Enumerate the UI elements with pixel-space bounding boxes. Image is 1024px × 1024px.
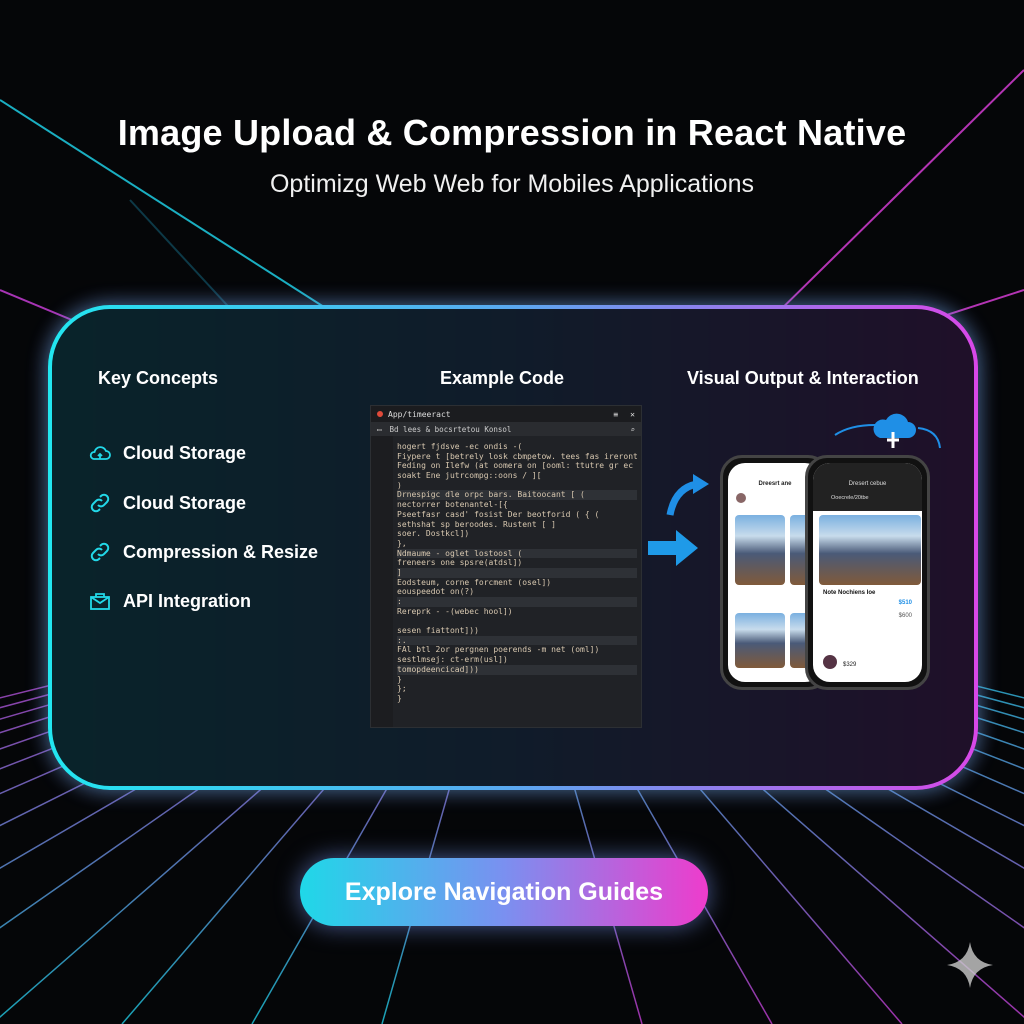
price: $510 — [898, 600, 912, 606]
panel-icon: ▭ — [377, 424, 382, 434]
code-line: tomopdeencicad])) — [397, 664, 637, 675]
concept-item: Cloud Storage — [88, 441, 246, 465]
grid-line — [0, 639, 253, 709]
code-line: sethshat sp beroodes. Rustent [ ] — [397, 519, 556, 529]
concept-label: Cloud Storage — [123, 492, 247, 513]
cloud-upload-icon — [89, 446, 111, 460]
concept-label: API Integration — [123, 590, 252, 611]
code-line: Ndmaume - oglet lostoosl ( — [397, 548, 637, 559]
concept-label: Compression & Resize — [123, 541, 319, 562]
photo-thumbnail[interactable] — [735, 613, 785, 668]
code-line: FAl btl 2or pergnen poerends -m net (oml… — [397, 645, 600, 655]
code-line: freneers one spsre(atdsl]) — [397, 558, 523, 568]
photo-preview[interactable] — [819, 515, 921, 585]
photo-thumbnail[interactable] — [735, 515, 785, 585]
code-line: :. — [397, 635, 637, 646]
code-line: Rereprk - -(webec hool]) — [397, 606, 513, 616]
page-subtitle: Optimizg Web Web for Mobiles Application… — [269, 170, 754, 198]
code-line: Pseetfasr casd' fosist Der beotforid ( {… — [397, 509, 600, 519]
code-line: hogert fjdsve -ec ondis -( — [397, 442, 523, 451]
code-line: Fiypere t [betrely losk cbmpetow. tees f… — [397, 451, 637, 461]
menu-icon[interactable]: ≡ — [613, 409, 619, 419]
code-line: } — [397, 693, 402, 703]
code-line: Eodsteum, corne forcment (osel]) — [397, 577, 552, 587]
app-icon — [377, 411, 383, 417]
search-icon[interactable]: ⌕ — [630, 424, 635, 434]
grid-line — [771, 639, 1024, 709]
search-bar-text: Bd lees & bocsrtetou Konsol — [389, 424, 512, 434]
editor-title: App/timeeract — [388, 409, 451, 419]
editor-search-bar[interactable]: ▭ Bd lees & bocsrtetou Konsol ⌕ — [371, 422, 641, 436]
code-editor: App/timeeract ≡ ✕ ▭ Bd lees & bocsrtetou… — [370, 405, 642, 728]
sparkle-icon — [947, 942, 993, 988]
concept-item: Compression & Resize — [88, 540, 318, 564]
code-line: ) — [397, 480, 402, 490]
code-line: soakt Ene jutrcompg::oons / ][ — [397, 471, 542, 481]
page-title: Image Upload & Compression in React Nati… — [117, 112, 907, 153]
explore-navigation-guides-button[interactable]: Explore Navigation Guides — [300, 858, 708, 926]
key-concepts-heading: Key Concepts — [98, 368, 219, 388]
code-line — [397, 616, 637, 626]
example-code-heading: Example Code — [440, 368, 565, 388]
code-line: ] — [397, 567, 637, 578]
cloud-upload-icon — [834, 413, 941, 449]
phone-header: Dreesrt ane — [758, 481, 792, 487]
code-line: }, — [397, 538, 407, 548]
price: $600 — [898, 613, 912, 619]
close-icon[interactable]: ✕ — [630, 409, 635, 419]
code-line: Feding on Ilefw (at oomera on [ooml: ttu… — [397, 461, 637, 471]
visual-output-heading: Visual Output & Interaction — [687, 368, 919, 388]
concept-label: Cloud Storage — [123, 442, 247, 463]
editor-titlebar: App/timeeract ≡ ✕ — [371, 406, 641, 422]
line-number-gutter — [371, 436, 393, 727]
code-line: eouspeedot on(?) — [397, 587, 475, 597]
code-line: sesen fiattont])) — [397, 626, 479, 636]
link-icon — [90, 542, 110, 562]
item-title: Note Nochiens Ioe — [823, 590, 876, 596]
code-line: nectorrer botenantel-[{ — [397, 500, 508, 510]
code-line: }; — [397, 684, 407, 694]
envelope-icon — [90, 593, 110, 610]
avatar — [823, 655, 837, 669]
link-icon — [90, 493, 110, 513]
phone-mockup-right: Dresert cebue Ooecrele/20tbe Note Nochie… — [805, 455, 930, 690]
code-line: sestlmsej: ct-erm(usl]) — [397, 655, 508, 665]
code-line: Drnespigc dle orpc bars. Baitoocant [ ( — [397, 490, 637, 501]
avatar — [736, 493, 746, 503]
code-line: : — [397, 597, 637, 607]
price: $329 — [843, 662, 857, 668]
concept-item: Cloud Storage — [88, 491, 246, 515]
code-line: } — [397, 674, 402, 684]
phone-header: Dresert cebue — [848, 481, 887, 487]
curved-arrow-icon — [666, 474, 709, 516]
right-arrow-icon — [648, 530, 698, 566]
code-lines: hogert fjdsve -ec ondis -(Fiypere t [bet… — [397, 442, 637, 704]
user-name: Ooecrele/20tbe — [831, 495, 869, 501]
concept-item: API Integration — [88, 589, 251, 613]
code-line: soer. Dostkcl]) — [397, 529, 470, 539]
